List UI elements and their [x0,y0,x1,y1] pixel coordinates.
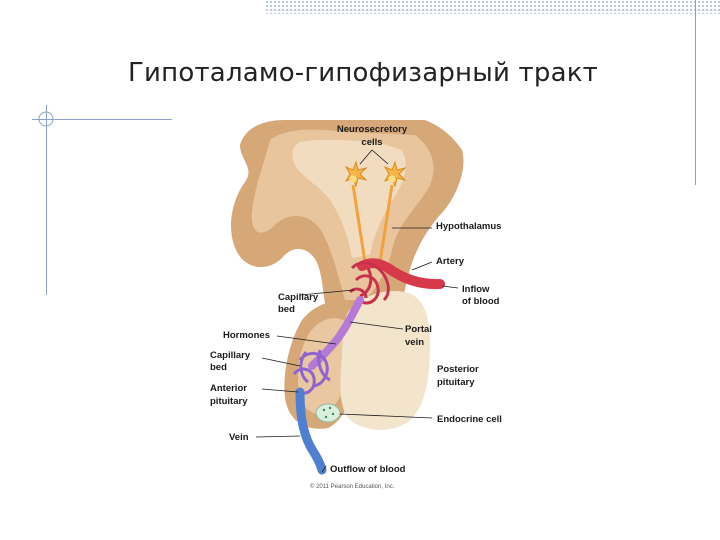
upper-capillary-bed [348,261,390,305]
label-neurosecretory-line2: cells [361,137,382,148]
label-anterior-line2: pituitary [210,396,248,407]
decorative-circle-mark [38,111,54,127]
label-portal-line2: vein [405,337,424,348]
label-neurosecretory-line1: Neurosecretory [337,124,408,135]
label-outflow: Outflow of blood [330,464,406,475]
label-hypothalamus: Hypothalamus [436,221,501,232]
decorative-dot-stripe [265,0,720,14]
posterior-pituitary-tissue [340,290,430,430]
label-vein: Vein [229,432,249,443]
label-endocrine-cell: Endocrine cell [437,414,502,425]
label-capillary-bed-top-line2: bed [278,304,295,315]
label-anterior-line1: Anterior [210,383,247,394]
leader-lines [255,149,459,473]
label-artery: Artery [436,256,465,267]
label-capillary-bed-top-line1: Capillary [278,292,319,303]
label-posterior-line1: Posterior [437,364,479,375]
label-capillary-bed-low-line1: Capillary [210,350,251,361]
decorative-left-horizontal-line [32,119,172,120]
label-hormones: Hormones [223,330,270,341]
endocrine-cell-cluster [315,403,341,423]
label-posterior-line2: pituitary [437,377,475,388]
vein-vessel [295,387,327,475]
label-capillary-bed-low-line2: bed [210,362,227,373]
slide-title: Гипоталамо-гипофизарный тракт [128,58,598,88]
label-inflow-line1: Inflow [462,284,490,295]
label-portal-line1: Portal [405,324,432,335]
decorative-right-vertical-line [695,0,696,185]
lower-capillary-bed [292,349,331,395]
copyright-notice: © 2011 Pearson Education, Inc. [310,483,395,490]
neurosecretory-cells [344,160,407,263]
decorative-left-vertical-line [46,105,47,295]
label-inflow-line2: of blood [462,296,500,307]
hypothalamus-highlight [292,139,406,258]
